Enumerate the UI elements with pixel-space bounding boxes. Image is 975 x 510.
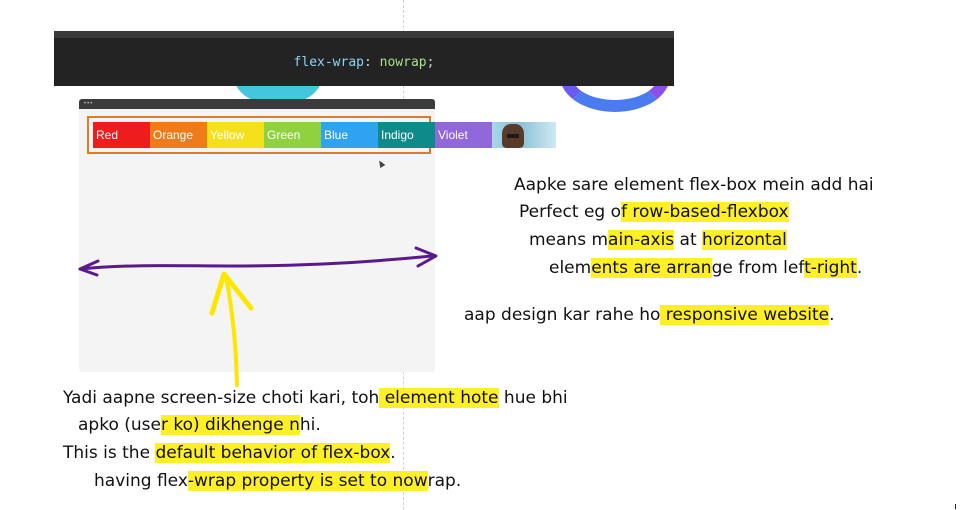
avatar-image bbox=[492, 122, 556, 148]
corner-mark bbox=[955, 504, 956, 509]
note-text: aap design kar rahe ho bbox=[464, 305, 661, 325]
css-colon: : bbox=[364, 54, 372, 70]
note-right-line-3: means main-axis at horizontal bbox=[529, 230, 787, 250]
flex-item-blue: Blue bbox=[321, 122, 378, 148]
flex-item-orange: Orange bbox=[150, 122, 207, 148]
arrowhead-left-icon bbox=[78, 259, 100, 277]
yellow-arrowhead-icon bbox=[209, 271, 254, 316]
note-text: . bbox=[390, 443, 396, 463]
note-right-line-4: elements are arrange from left-right. bbox=[549, 258, 862, 278]
code-snippet: flex-wrap: nowrap; bbox=[54, 31, 674, 86]
note-bottom-line-4: having flex-wrap property is set to nowr… bbox=[94, 471, 461, 491]
note-highlight: ain-axis bbox=[608, 230, 675, 250]
note-highlight: default behavior of flex-box bbox=[155, 443, 391, 463]
browser-titlebar: ••• bbox=[79, 99, 435, 109]
flex-item-indigo: Indigo bbox=[378, 122, 435, 148]
note-highlight: f row-based-flexbox bbox=[621, 202, 789, 222]
note-text: having flex bbox=[94, 471, 188, 491]
note-text: ge from lef bbox=[711, 258, 805, 278]
note-highlight: element hote bbox=[379, 388, 499, 408]
note-text: Yadi aapne screen-size choti kari, toh bbox=[63, 388, 380, 408]
note-text: apko (use bbox=[78, 415, 161, 435]
note-bottom-line-1: Yadi aapne screen-size choti kari, toh e… bbox=[63, 388, 568, 408]
note-text: . bbox=[829, 305, 835, 325]
note-highlight: r ko) dikhenge n bbox=[160, 415, 300, 435]
note-text: rap. bbox=[427, 471, 462, 491]
main-axis-arrow bbox=[78, 254, 434, 271]
face-icon bbox=[502, 124, 524, 148]
flex-item-red: Red bbox=[93, 122, 150, 148]
note-text: This is the bbox=[63, 443, 156, 463]
window-dots-icon: ••• bbox=[84, 101, 94, 107]
note-text: hue bhi bbox=[498, 388, 568, 408]
note-highlight: horizontal bbox=[702, 230, 787, 250]
note-text: elem bbox=[549, 258, 592, 278]
flex-item-violet: Violet bbox=[435, 122, 492, 148]
note-highlight: t-right bbox=[804, 258, 857, 278]
note-text: Perfect eg o bbox=[519, 202, 622, 222]
note-text: hi. bbox=[299, 415, 321, 435]
note-bottom-line-3: This is the default behavior of flex-box… bbox=[63, 443, 396, 463]
flex-item-green: Green bbox=[264, 122, 321, 148]
flex-container: Red Orange Yellow Green Blue Indigo Viol… bbox=[93, 122, 556, 148]
note-highlight: responsive website bbox=[660, 305, 830, 325]
yellow-pointer-arrow bbox=[224, 274, 239, 387]
note-right-line-1: Aapke sare element flex-box mein add hai bbox=[514, 175, 874, 195]
flex-item-yellow: Yellow bbox=[207, 122, 264, 148]
note-highlight: -wrap property is set to now bbox=[187, 471, 428, 491]
note-text: . bbox=[856, 258, 863, 278]
css-value: nowrap bbox=[379, 54, 427, 70]
css-property: flex-wrap bbox=[293, 54, 364, 70]
css-semicolon: ; bbox=[426, 54, 435, 70]
note-bottom-line-2: apko (user ko) dikhenge nhi. bbox=[78, 415, 321, 435]
note-text: at bbox=[674, 230, 703, 250]
note-highlight: ents are arran bbox=[591, 258, 712, 278]
arrowhead-right-icon bbox=[414, 246, 438, 268]
note-right-line-5: aap design kar rahe ho responsive websit… bbox=[464, 305, 834, 325]
note-text: means m bbox=[529, 230, 609, 250]
note-text: Aapke sare element flex-box mein add hai bbox=[514, 175, 874, 195]
note-right-line-2: Perfect eg of row-based-flexbox bbox=[519, 202, 789, 222]
